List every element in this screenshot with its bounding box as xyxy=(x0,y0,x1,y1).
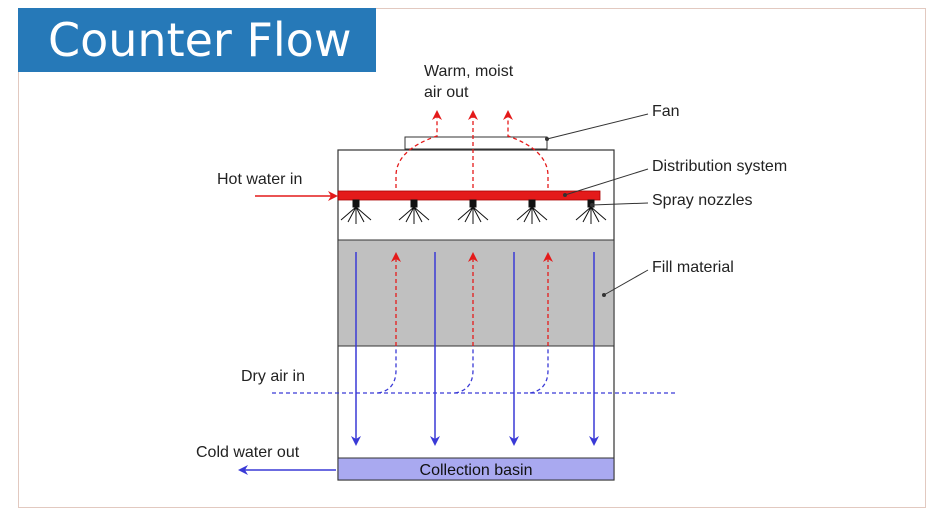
falling-water-arrows xyxy=(351,252,599,446)
collection-basin xyxy=(337,457,615,481)
fan-label: Fan xyxy=(652,103,680,120)
spray-nozzle xyxy=(398,199,430,224)
spray-nozzle xyxy=(516,199,548,224)
collection-basin-label: Collection basin xyxy=(420,462,533,479)
warm-air-out xyxy=(395,110,549,188)
hot-water-label: Hot water in xyxy=(217,171,303,188)
fill-leader xyxy=(603,269,649,296)
spray-nozzle xyxy=(457,199,489,224)
dry-air-label: Dry air in xyxy=(241,368,306,385)
warm-air-label-line2: air out xyxy=(424,84,469,101)
page-title: Counter Flow xyxy=(18,8,376,72)
fill-label: Fill material xyxy=(652,259,734,276)
leader-lines xyxy=(546,113,649,296)
fill-material xyxy=(337,239,615,347)
fan-leader xyxy=(546,113,649,140)
spray-leader xyxy=(591,202,649,206)
distribution-pipe xyxy=(337,190,601,201)
distribution-label: Distribution system xyxy=(652,158,788,175)
warm-air-label-line1: Warm, moist xyxy=(424,63,514,80)
cold-water-label: Cold water out xyxy=(196,444,300,461)
fan xyxy=(404,136,548,150)
distribution-leader xyxy=(564,168,649,196)
spray-nozzle xyxy=(340,199,372,224)
spray-label: Spray nozzles xyxy=(652,192,753,209)
dry-air-flow xyxy=(272,346,676,394)
rising-air-fill xyxy=(391,252,553,346)
